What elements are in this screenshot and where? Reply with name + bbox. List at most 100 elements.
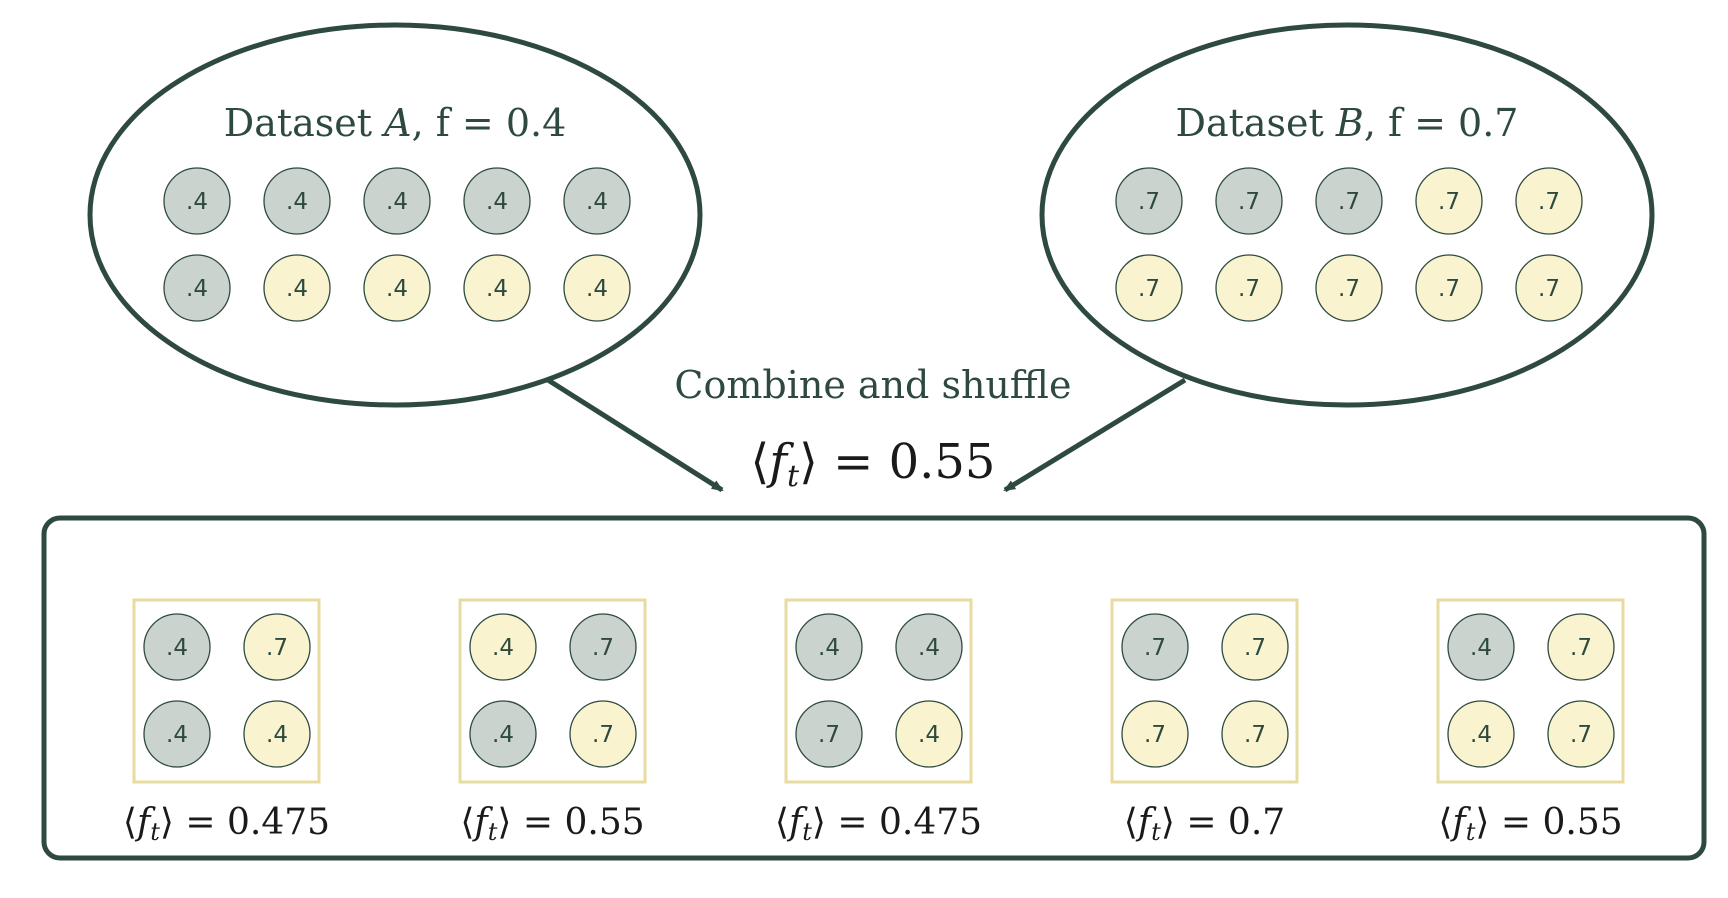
dataset-b-ball-2-label: .7 <box>1338 189 1360 215</box>
dataset-b-ball-9-circle <box>1515 254 1583 322</box>
batch-4-ball-0-circle <box>1447 613 1515 681</box>
batch-1-mean-sym-0: ⟨ <box>460 802 474 843</box>
dataset-b-ball-3-circle <box>1415 167 1483 235</box>
dataset-a-ball-5-label: .4 <box>186 276 208 302</box>
batch-2-mean-sym-0: ⟨ <box>775 802 789 843</box>
dataset-b-title: Dataset B, f = 0.7 <box>1176 101 1519 145</box>
batch-3-mean-sym-3: ⟩ <box>1161 802 1187 843</box>
combined-mean-rhs: = 0.55 <box>833 434 995 490</box>
batch-0-ball-3-circle <box>243 700 311 768</box>
combined-mean: ⟨ft⟩ = 0.55 <box>751 434 996 494</box>
dataset-a-ball-4: .4 <box>563 167 631 235</box>
dataset-a-ball-1-circle <box>263 167 331 235</box>
batch-0-ball-1-circle <box>243 613 311 681</box>
batch-3-ball-1-label: .7 <box>1244 635 1266 661</box>
batch-3-ball-1: .7 <box>1221 613 1289 681</box>
batch-4-ball-2: .4 <box>1447 700 1515 768</box>
combine-label: Combine and shuffle <box>674 363 1071 407</box>
batch-4-mean: ⟨ft⟩ = 0.55 <box>1438 802 1622 846</box>
batch-2-mean-sym-3: ⟩ <box>812 802 838 843</box>
batch-1: .4.7.4.7⟨ft⟩ = 0.55 <box>458 598 647 846</box>
batch-4-mean-sym-3: ⟩ <box>1475 802 1501 843</box>
batch-2-frame <box>784 598 973 784</box>
batch-0-frame <box>132 598 321 784</box>
combined-mean-lhs: ⟨ <box>751 434 770 490</box>
dataset-b-title-suffix: , f = 0.7 <box>1364 101 1519 145</box>
batch-0-mean-sym-3: ⟩ <box>160 802 186 843</box>
dataset-a-ball-0-label: .4 <box>186 189 208 215</box>
batch-1-mean-sym-3: ⟩ <box>497 802 523 843</box>
batch-4-frame <box>1436 598 1625 784</box>
batch-4: .4.7.4.7⟨ft⟩ = 0.55 <box>1436 598 1625 846</box>
dataset-b-ball-0-label: .7 <box>1138 189 1160 215</box>
batch-1-ball-2: .4 <box>469 700 537 768</box>
dataset-b-ball-5-label: .7 <box>1138 276 1160 302</box>
dataset-a-title: Dataset A, f = 0.4 <box>224 101 567 145</box>
dataset-a-group: Dataset A, f = 0.4 .4.4.4.4.4.4.4.4.4.4 <box>87 22 703 408</box>
batch-1-ball-0-label: .4 <box>492 635 514 661</box>
dataset-a-ball-4-label: .4 <box>586 189 608 215</box>
batch-1-ball-2-label: .4 <box>492 722 514 748</box>
dataset-b-ball-1-circle <box>1215 167 1283 235</box>
dataset-b-group: Dataset B, f = 0.7 .7.7.7.7.7.7.7.7.7.7 <box>1039 22 1655 408</box>
dataset-a-ball-1: .4 <box>263 167 331 235</box>
batch-0-mean-sym-2: t <box>150 818 160 846</box>
batch-2: .4.4.7.4⟨ft⟩ = 0.475 <box>775 598 982 846</box>
dataset-b-ball-6-label: .7 <box>1238 276 1260 302</box>
dataset-a-balls: .4.4.4.4.4.4.4.4.4.4 <box>163 167 631 322</box>
batch-0-mean-sym-0: ⟨ <box>123 802 137 843</box>
batch-1-frame <box>458 598 647 784</box>
dataset-a-ball-5: .4 <box>163 254 231 322</box>
batch-4-mean-rhs: = 0.55 <box>1501 802 1623 843</box>
batch-4-ball-1: .7 <box>1547 613 1615 681</box>
batch-0-ball-0: .4 <box>143 613 211 681</box>
batch-2-ball-3-label: .4 <box>918 722 940 748</box>
dataset-a-ball-0: .4 <box>163 167 231 235</box>
dataset-b-ball-7-label: .7 <box>1338 276 1360 302</box>
dataset-b-ball-4-circle <box>1515 167 1583 235</box>
batch-3-ball-3-circle <box>1221 700 1289 768</box>
batch-1-ball-0: .4 <box>469 613 537 681</box>
batch-2-ball-0-label: .4 <box>818 635 840 661</box>
dataset-a-ball-8-label: .4 <box>486 276 508 302</box>
dataset-b-ball-4: .7 <box>1515 167 1583 235</box>
dataset-b-ball-7-circle <box>1315 254 1383 322</box>
batch-4-ball-3-circle <box>1547 700 1615 768</box>
dataset-a-ellipse <box>87 22 703 408</box>
dataset-b-ball-7: .7 <box>1315 254 1383 322</box>
dataset-a-ball-6-circle <box>263 254 331 322</box>
dataset-a-ball-3-label: .4 <box>486 189 508 215</box>
batch-layer: .4.7.4.4⟨ft⟩ = 0.475.4.7.4.7⟨ft⟩ = 0.55.… <box>123 598 1625 846</box>
dataset-a-ball-2-circle <box>363 167 431 235</box>
dataset-b-ball-8: .7 <box>1415 254 1483 322</box>
dataset-b-ball-2-circle <box>1315 167 1383 235</box>
batch-2-mean-sym-2: t <box>802 818 812 846</box>
dataset-b-ball-6: .7 <box>1215 254 1283 322</box>
batch-2-mean-rhs: = 0.475 <box>837 802 982 843</box>
batch-3-mean: ⟨ft⟩ = 0.7 <box>1124 802 1285 846</box>
dataset-a-ball-9-label: .4 <box>586 276 608 302</box>
batch-2-ball-0: .4 <box>795 613 863 681</box>
dataset-a-ball-3: .4 <box>463 167 531 235</box>
batches-container <box>41 515 1707 861</box>
batch-2-ball-2: .7 <box>795 700 863 768</box>
batch-1-mean-sym-2: t <box>488 818 498 846</box>
combined-mean-t: t <box>787 459 800 494</box>
dataset-b-ball-0-circle <box>1115 167 1183 235</box>
batch-3-ball-2-label: .7 <box>1144 722 1166 748</box>
batch-4-ball-0-label: .4 <box>1470 635 1492 661</box>
dataset-a-ball-8-circle <box>463 254 531 322</box>
dataset-a-ball-5-circle <box>163 254 231 322</box>
batch-0: .4.7.4.4⟨ft⟩ = 0.475 <box>123 598 330 846</box>
batch-0-ball-1: .7 <box>243 613 311 681</box>
batch-0-ball-0-circle <box>143 613 211 681</box>
dataset-a-title-suffix: , f = 0.4 <box>412 101 567 145</box>
batch-4-mean-sym-2: t <box>1466 818 1476 846</box>
dataset-a-ball-0-circle <box>163 167 231 235</box>
batch-1-mean: ⟨ft⟩ = 0.55 <box>460 802 644 846</box>
dataset-b-ball-0: .7 <box>1115 167 1183 235</box>
batch-1-ball-2-circle <box>469 700 537 768</box>
dataset-a-ball-3-circle <box>463 167 531 235</box>
batch-1-ball-1-circle <box>569 613 637 681</box>
